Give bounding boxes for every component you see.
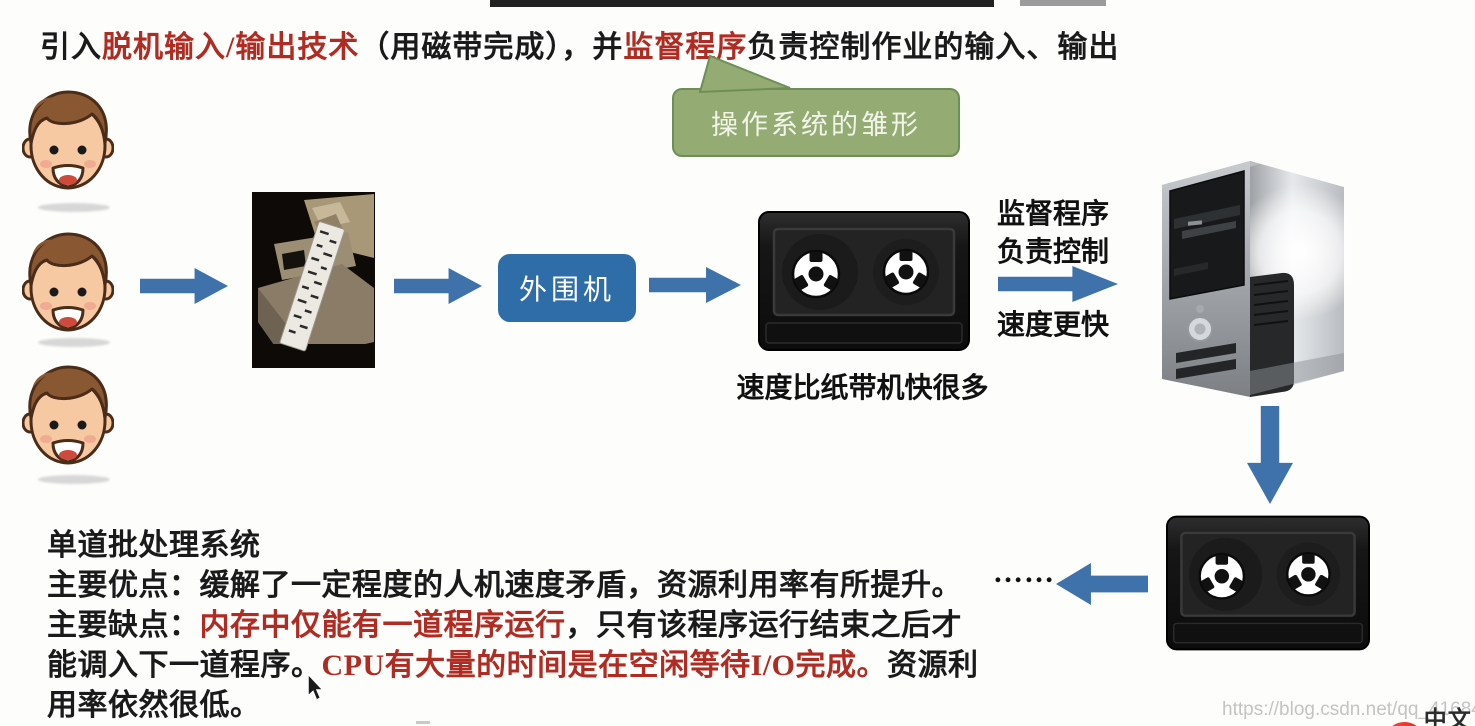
monitor-note-line1: 监督程序: [996, 199, 1109, 230]
ellipsis-label: ……: [993, 556, 1055, 589]
php-logo-text: 中文网: [1423, 706, 1472, 726]
top-bar-light: [1020, 0, 1106, 6]
notes-line: 主要优点：缓解了一定程度的人机速度矛盾，资源利用率有所提升。: [47, 569, 962, 602]
csdn-watermark: https://blog.csdn.net/qq_41684621: [1222, 699, 1475, 720]
bottom-dash: [416, 721, 430, 724]
face-shadow: [38, 338, 110, 347]
notes-line: 单道批处理系统: [47, 529, 261, 562]
mouse-cursor-icon: [307, 674, 325, 702]
arrow-left-icon: [1056, 563, 1148, 605]
tape-cassette-icon: [1166, 513, 1370, 653]
php-logo-badge: php: [1388, 721, 1421, 726]
notes-line: 主要缺点：内存中仅能有一道程序运行，只有该程序运行结束之后才: [47, 609, 962, 642]
arrow-right-icon: [649, 267, 741, 303]
user-face-icon: [22, 230, 114, 334]
notes-line: 能调入下一道程序。CPU有大量的时间是在空闲等待I/O完成。资源利: [47, 649, 979, 682]
face-shadow: [38, 203, 110, 212]
callout-bubble: 操作系统的雏形: [672, 88, 960, 157]
peripheral-machine-box: 外围机: [498, 254, 636, 322]
slide-title: 引入脱机输入/输出技术（用磁带完成），并监督程序负责控制作业的输入、输出: [40, 31, 1120, 64]
top-bar-dark: [490, 0, 994, 7]
speed-note: 速度更快: [996, 310, 1109, 341]
notes-line: 用率依然很低。: [47, 689, 261, 722]
monitor-note-line2: 负责控制: [996, 237, 1109, 268]
computer-tower-icon: [1162, 161, 1353, 397]
arrow-right-icon: [394, 268, 482, 304]
face-shadow: [38, 475, 110, 484]
tape-cassette-icon: [758, 211, 970, 351]
callout-tail: [698, 54, 791, 94]
notes-block: 单道批处理系统 主要优点：缓解了一定程度的人机速度矛盾，资源利用率有所提升。 主…: [47, 526, 1007, 726]
user-face-icon: [22, 363, 114, 467]
user-face-icon: [22, 88, 114, 192]
tape-caption: 速度比纸带机快很多: [736, 373, 989, 404]
arrow-down-icon: [1247, 406, 1293, 504]
callout-label: 操作系统的雏形: [711, 110, 921, 140]
php-logo: php 中文网: [1388, 700, 1475, 726]
peripheral-machine-label: 外围机: [518, 275, 615, 306]
arrow-right-icon: [140, 268, 228, 304]
paper-tape-machine-image: [252, 192, 375, 368]
